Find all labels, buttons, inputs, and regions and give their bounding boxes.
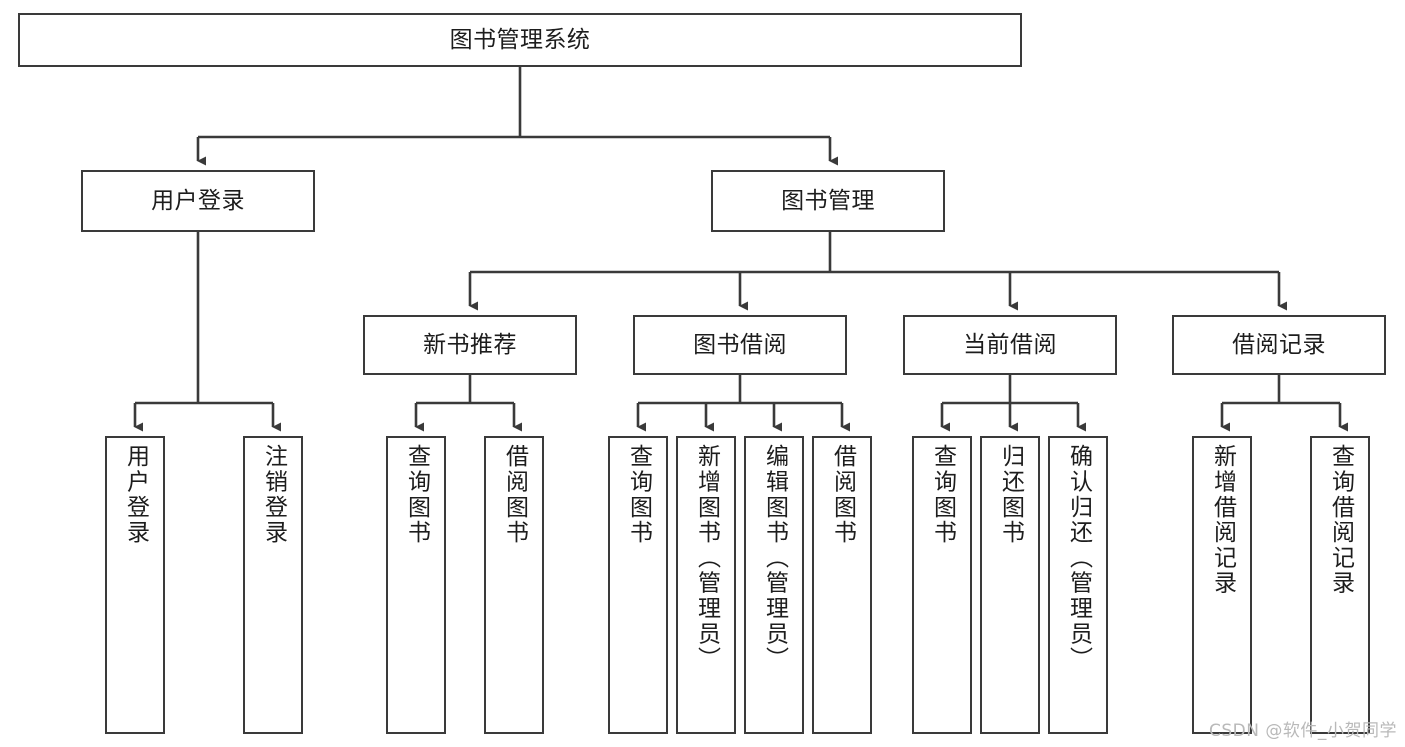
node-leaf-new-book-query[interactable]: 查询图书 — [386, 436, 446, 734]
node-user-login-label: 用户登录 — [151, 187, 245, 214]
node-leaf-book-borrow-borrow-label: 借阅图书 — [829, 444, 856, 546]
node-leaf-borrow-record-query-label: 查询借阅记录 — [1327, 444, 1354, 596]
node-leaf-user-login-logout[interactable]: 注销登录 — [243, 436, 303, 734]
node-book-borrow-label: 图书借阅 — [693, 331, 787, 358]
node-leaf-user-login-logout-label: 注销登录 — [260, 444, 287, 546]
node-leaf-current-borrow-return-label: 归还图书 — [997, 444, 1024, 546]
node-leaf-user-login-login-label: 用户登录 — [122, 444, 149, 546]
node-leaf-book-borrow-borrow[interactable]: 借阅图书 — [812, 436, 872, 734]
node-leaf-book-borrow-add-label: 新增图书（管理员） — [693, 444, 720, 672]
node-book-management[interactable]: 图书管理 — [711, 170, 945, 232]
node-user-login[interactable]: 用户登录 — [81, 170, 315, 232]
node-leaf-current-borrow-confirm[interactable]: 确认归还（管理员） — [1048, 436, 1108, 734]
node-leaf-current-borrow-return[interactable]: 归还图书 — [980, 436, 1040, 734]
node-borrow-record-label: 借阅记录 — [1232, 331, 1326, 358]
node-leaf-borrow-record-add-label: 新增借阅记录 — [1209, 444, 1236, 596]
node-leaf-book-borrow-add[interactable]: 新增图书（管理员） — [676, 436, 736, 734]
node-new-book-recommend-label: 新书推荐 — [423, 331, 517, 358]
node-current-borrow-label: 当前借阅 — [963, 331, 1057, 358]
node-leaf-book-borrow-query[interactable]: 查询图书 — [608, 436, 668, 734]
node-leaf-borrow-record-query[interactable]: 查询借阅记录 — [1310, 436, 1370, 734]
node-leaf-book-borrow-edit[interactable]: 编辑图书（管理员） — [744, 436, 804, 734]
node-leaf-borrow-record-add[interactable]: 新增借阅记录 — [1192, 436, 1252, 734]
node-new-book-recommend[interactable]: 新书推荐 — [363, 315, 577, 375]
node-leaf-current-borrow-query[interactable]: 查询图书 — [912, 436, 972, 734]
node-current-borrow[interactable]: 当前借阅 — [903, 315, 1117, 375]
node-leaf-book-borrow-query-label: 查询图书 — [625, 444, 652, 546]
node-root-system[interactable]: 图书管理系统 — [18, 13, 1022, 67]
node-root-system-label: 图书管理系统 — [449, 26, 591, 53]
node-leaf-new-book-borrow[interactable]: 借阅图书 — [484, 436, 544, 734]
node-book-management-label: 图书管理 — [781, 187, 875, 214]
node-borrow-record[interactable]: 借阅记录 — [1172, 315, 1386, 375]
node-leaf-current-borrow-confirm-label: 确认归还（管理员） — [1065, 444, 1092, 672]
node-leaf-new-book-query-label: 查询图书 — [403, 444, 430, 546]
node-leaf-new-book-borrow-label: 借阅图书 — [501, 444, 528, 546]
node-leaf-book-borrow-edit-label: 编辑图书（管理员） — [761, 444, 788, 672]
node-leaf-current-borrow-query-label: 查询图书 — [929, 444, 956, 546]
node-book-borrow[interactable]: 图书借阅 — [633, 315, 847, 375]
node-leaf-user-login-login[interactable]: 用户登录 — [105, 436, 165, 734]
